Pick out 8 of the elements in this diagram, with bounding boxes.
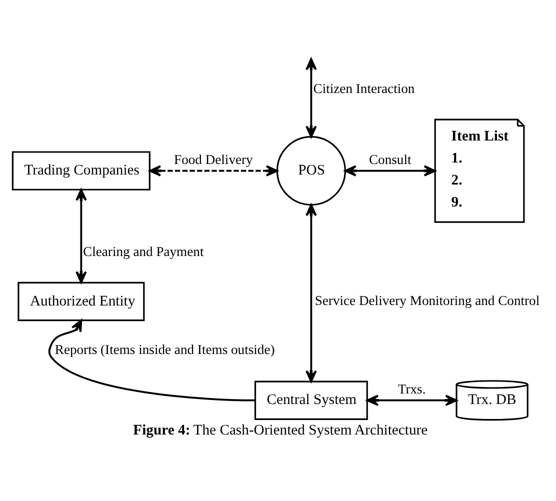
edge-label: Trxs. [398,380,426,396]
caption: Figure 4: The Cash-Oriented System Architecture [133,422,428,438]
edge-label: Clearing and Payment [83,243,204,258]
edge-label: Consult [369,151,412,166]
edge-label: Service Delivery Monitoring and Control [314,292,540,308]
edge-label: Food Delivery [174,151,253,166]
edge-label: Reports (Items inside and Items outside) [54,342,275,357]
edge-label: Citizen Interaction [313,80,415,96]
